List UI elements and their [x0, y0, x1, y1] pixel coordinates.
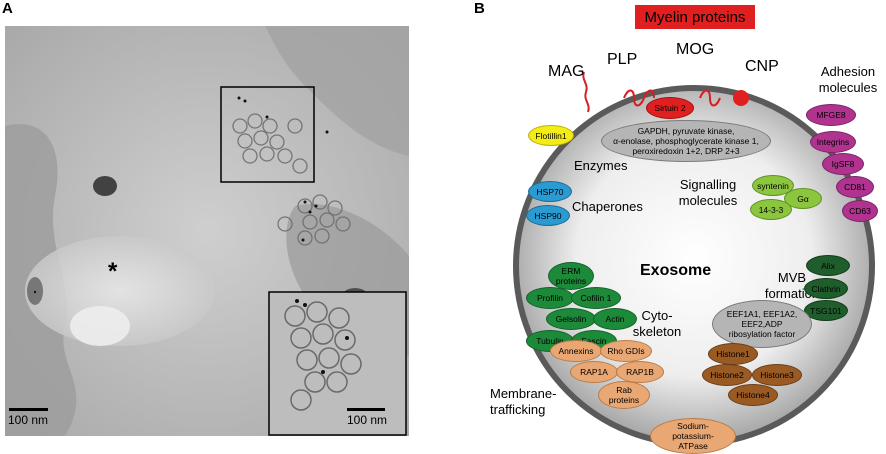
- adhesion-cd81: CD81: [836, 176, 874, 198]
- signalling-label-line1: Signalling: [679, 177, 737, 192]
- scalebar-inset-label: 100 nm: [347, 413, 388, 427]
- lumen-asterisk: *: [108, 258, 118, 285]
- rab-line1: Rab: [616, 385, 632, 395]
- scalebar-main: [9, 408, 48, 411]
- scalebar-main-label: 100 nm: [8, 413, 49, 427]
- eef-box: EEF1A1, EEF1A2, EEF2,ADP ribosylation fa…: [712, 300, 812, 348]
- histone3: Histone3: [752, 364, 802, 386]
- adhesion-label-line1: Adhesion: [820, 64, 876, 79]
- sodium-potassium-atpase: Sodium- potassium- ATPase: [650, 418, 736, 454]
- cytoskeleton-label-line1: Cyto-: [641, 308, 673, 323]
- signalling-label: Signalling molecules: [670, 177, 746, 209]
- atpase-line1: Sodium-: [677, 421, 709, 431]
- membrane-rho-gdis: Rho GDIs: [600, 340, 652, 362]
- eef-line1: EEF1A1, EEF1A2,: [726, 309, 798, 319]
- membrane-label-line1: Membrane-: [490, 386, 557, 401]
- erm-line1: ERM: [561, 266, 581, 276]
- membrane-trafficking-label: Membrane- trafficking: [490, 386, 556, 418]
- adhesion-label: Adhesion molecules: [810, 64, 886, 96]
- histone1: Histone1: [708, 343, 758, 365]
- adhesion-mfge8: MFGE8: [806, 104, 856, 126]
- exosome-diagram: Myelin proteins MAG PLP MOG CNP Adhesion…: [470, 0, 886, 454]
- membrane-annexins: Annexins: [550, 340, 602, 362]
- membrane-rap1a: RAP1A: [570, 361, 618, 383]
- signalling-label-line2: molecules: [678, 193, 738, 208]
- mvb-clathrin: Clathrin: [804, 278, 848, 299]
- mvb-label-line1: MVB: [777, 270, 807, 285]
- em-image: [5, 26, 409, 436]
- cyto-gelsolin: Gelsolin: [546, 308, 596, 330]
- cyto-profilin: Profilin: [526, 287, 574, 309]
- cytoskeleton-label: Cyto- skeleton: [628, 308, 686, 340]
- membrane-rap1b: RAP1B: [616, 361, 664, 383]
- adhesion-cd63: CD63: [842, 200, 878, 222]
- plp-protein-icon: [623, 89, 655, 107]
- cyto-actin: Actin: [593, 308, 637, 330]
- enzymes-line3: peroxiredoxin 1+2, DRP 2+3: [632, 146, 740, 156]
- scalebar-inset: [347, 408, 385, 411]
- signalling-g-alpha: Gα: [784, 188, 822, 209]
- sirtuin2: Sirtuin 2: [646, 97, 694, 119]
- enzymes-line2: α-enolase, phosphoglycerate kinase 1,: [613, 136, 759, 146]
- adhesion-integrins: Integrins: [810, 131, 856, 153]
- enzymes-line1: GAPDH, pyruvate kinase,: [637, 126, 735, 136]
- mag-protein-icon: [582, 71, 590, 113]
- mog-protein-icon: [699, 89, 721, 107]
- plp-label: PLP: [607, 51, 638, 68]
- chaperones-label: Chaperones: [572, 199, 643, 214]
- eef-line2: EEF2,ADP: [741, 319, 783, 329]
- cyto-erm-proteins: ERM proteins: [548, 262, 594, 290]
- mag-label: MAG: [548, 63, 585, 80]
- panel-b-letter: B: [474, 0, 485, 17]
- adhesion-label-line2: molecules: [818, 80, 878, 95]
- signalling-14-3-3: 14-3-3: [750, 199, 792, 220]
- enzymes-label: Enzymes: [574, 158, 628, 173]
- em-micrograph: * 100 nm 100 nm: [5, 26, 409, 436]
- chaperone-hsp90: HSP90: [526, 205, 570, 226]
- erm-line2: proteins: [555, 276, 587, 286]
- eef-line3: ribosylation factor: [728, 329, 796, 339]
- inset-panel: [268, 291, 407, 436]
- signalling-syntenin: syntenin: [752, 175, 794, 196]
- mvb-alix: Alix: [806, 255, 850, 276]
- exosome-label: Exosome: [640, 262, 712, 279]
- atpase-line3: ATPase: [678, 441, 708, 451]
- cytoskeleton-label-line2: skeleton: [632, 324, 682, 339]
- rab-line2: proteins: [608, 395, 640, 405]
- cyto-cofilin1: Cofilin 1: [571, 287, 621, 309]
- cnp-label: CNP: [745, 58, 779, 75]
- chaperone-hsp70: HSP70: [528, 181, 572, 202]
- histone2: Histone2: [702, 364, 752, 386]
- adhesion-igsf8: IgSF8: [822, 153, 864, 175]
- membrane-rab-proteins: Rab proteins: [598, 381, 650, 409]
- membrane-label-line2: trafficking: [490, 402, 546, 417]
- atpase-line2: potassium-: [672, 431, 714, 441]
- cnp-protein-icon: [733, 90, 749, 106]
- flotillin1: Flotillin1: [528, 125, 574, 146]
- mog-label: MOG: [676, 41, 715, 58]
- panel-a-letter: A: [2, 0, 13, 17]
- histone4: Histone4: [728, 384, 778, 406]
- zoom-region-box: [220, 86, 315, 183]
- enzymes-box: GAPDH, pyruvate kinase, α-enolase, phosp…: [601, 120, 771, 162]
- myelin-proteins-title: Myelin proteins: [635, 5, 755, 29]
